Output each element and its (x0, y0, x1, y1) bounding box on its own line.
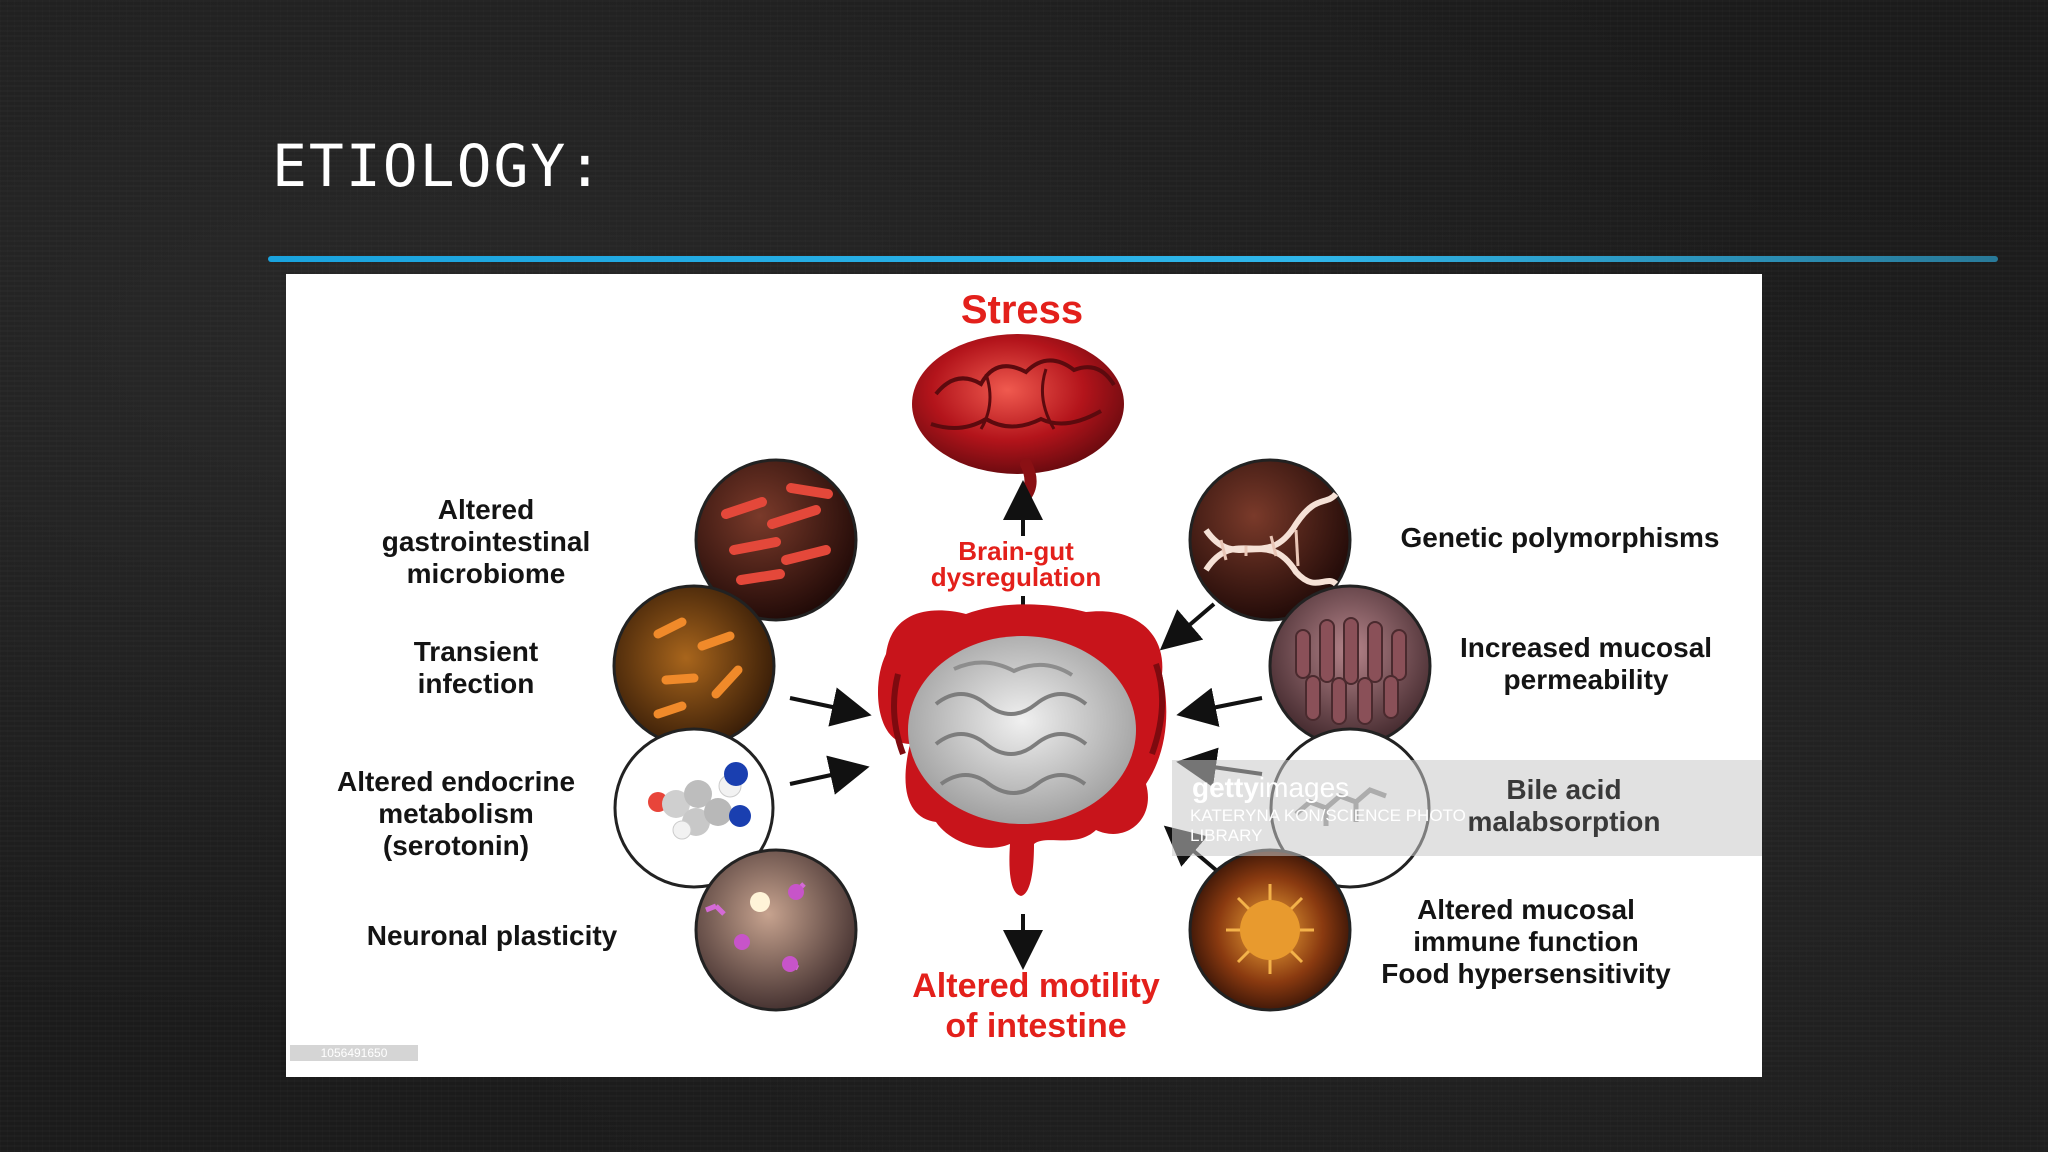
factor-label-genetic: Genetic polymorphisms (1360, 522, 1760, 554)
serotonin-circle (613, 727, 775, 889)
infection-circle (612, 584, 776, 748)
factor-label-neuronal-plasticity: Neuronal plasticity (342, 920, 642, 952)
image-id-tag: 1056491650 (290, 1045, 418, 1061)
factor-label-line: gastrointestinal (381, 526, 591, 557)
villi-circle (1268, 584, 1432, 748)
intestine-icon (877, 604, 1167, 896)
outcome-label: Altered motility of intestine (856, 966, 1216, 1046)
brain-gut-label: Brain-gut dysregulation (886, 538, 1146, 590)
factor-label-line: (serotonin) (382, 830, 530, 861)
factor-label-line: permeability (1503, 664, 1669, 695)
getty-credit-line: KATERYNA KON/SCIENCE PHOTO (1190, 806, 1466, 825)
factor-label-line: Neuronal plasticity (366, 920, 618, 951)
outcome-label-line: of intestine (945, 1007, 1127, 1045)
brain-icon (912, 334, 1124, 504)
factor-label-line: Genetic polymorphisms (1400, 522, 1720, 553)
getty-credit-line: LIBRARY (1190, 826, 1263, 845)
factor-label-line: Altered (437, 494, 535, 525)
factor-label-endocrine: Altered endocrine metabolism (serotonin) (306, 766, 606, 862)
slide-title: ETIOLOGY: (272, 132, 605, 200)
factor-label-line: Transient (413, 636, 539, 667)
title-underline (268, 256, 1998, 262)
factor-label-line: Altered endocrine (336, 766, 576, 797)
bacteria-circle (694, 458, 858, 622)
factor-label-line: metabolism (378, 798, 534, 829)
factor-label-permeability: Increased mucosal permeability (1436, 632, 1736, 696)
getty-watermark (1172, 760, 1762, 856)
factor-label-line: Bile acid (1506, 774, 1622, 805)
factor-label-bile-acid: Bile acid malabsorption (1434, 774, 1694, 838)
factor-label-line: Altered mucosal (1417, 894, 1635, 925)
ibs-etiology-diagram: Stress Brain-gut dysregulation Altered m… (286, 274, 1762, 1077)
outcome-label-line: Altered motility (912, 967, 1160, 1005)
factor-label-line: immune function (1413, 926, 1639, 957)
factor-label-microbiome: Altered gastrointestinal microbiome (336, 494, 636, 590)
brain-gut-label-line: dysregulation (930, 562, 1102, 592)
factor-label-line: Food hypersensitivity (1381, 958, 1671, 989)
dna-circle (1188, 458, 1352, 622)
factor-label-line: infection (417, 668, 535, 699)
getty-brand: gettyimages (1192, 772, 1349, 804)
factor-label-immune: Altered mucosal immune function Food hyp… (1346, 894, 1706, 990)
getty-brand-light: images (1258, 772, 1350, 803)
stress-label: Stress (960, 288, 1084, 332)
getty-credit: KATERYNA KON/SCIENCE PHOTO LIBRARY (1190, 806, 1550, 846)
factor-label-line: microbiome (406, 558, 566, 589)
factor-label-line: malabsorption (1467, 806, 1661, 837)
factor-label-transient-infection: Transient infection (376, 636, 576, 700)
getty-brand-bold: getty (1192, 772, 1259, 803)
brain-gut-label-line: Brain-gut (958, 536, 1074, 566)
neuron-circle (694, 848, 858, 1012)
factor-label-line: Increased mucosal (1459, 632, 1713, 663)
